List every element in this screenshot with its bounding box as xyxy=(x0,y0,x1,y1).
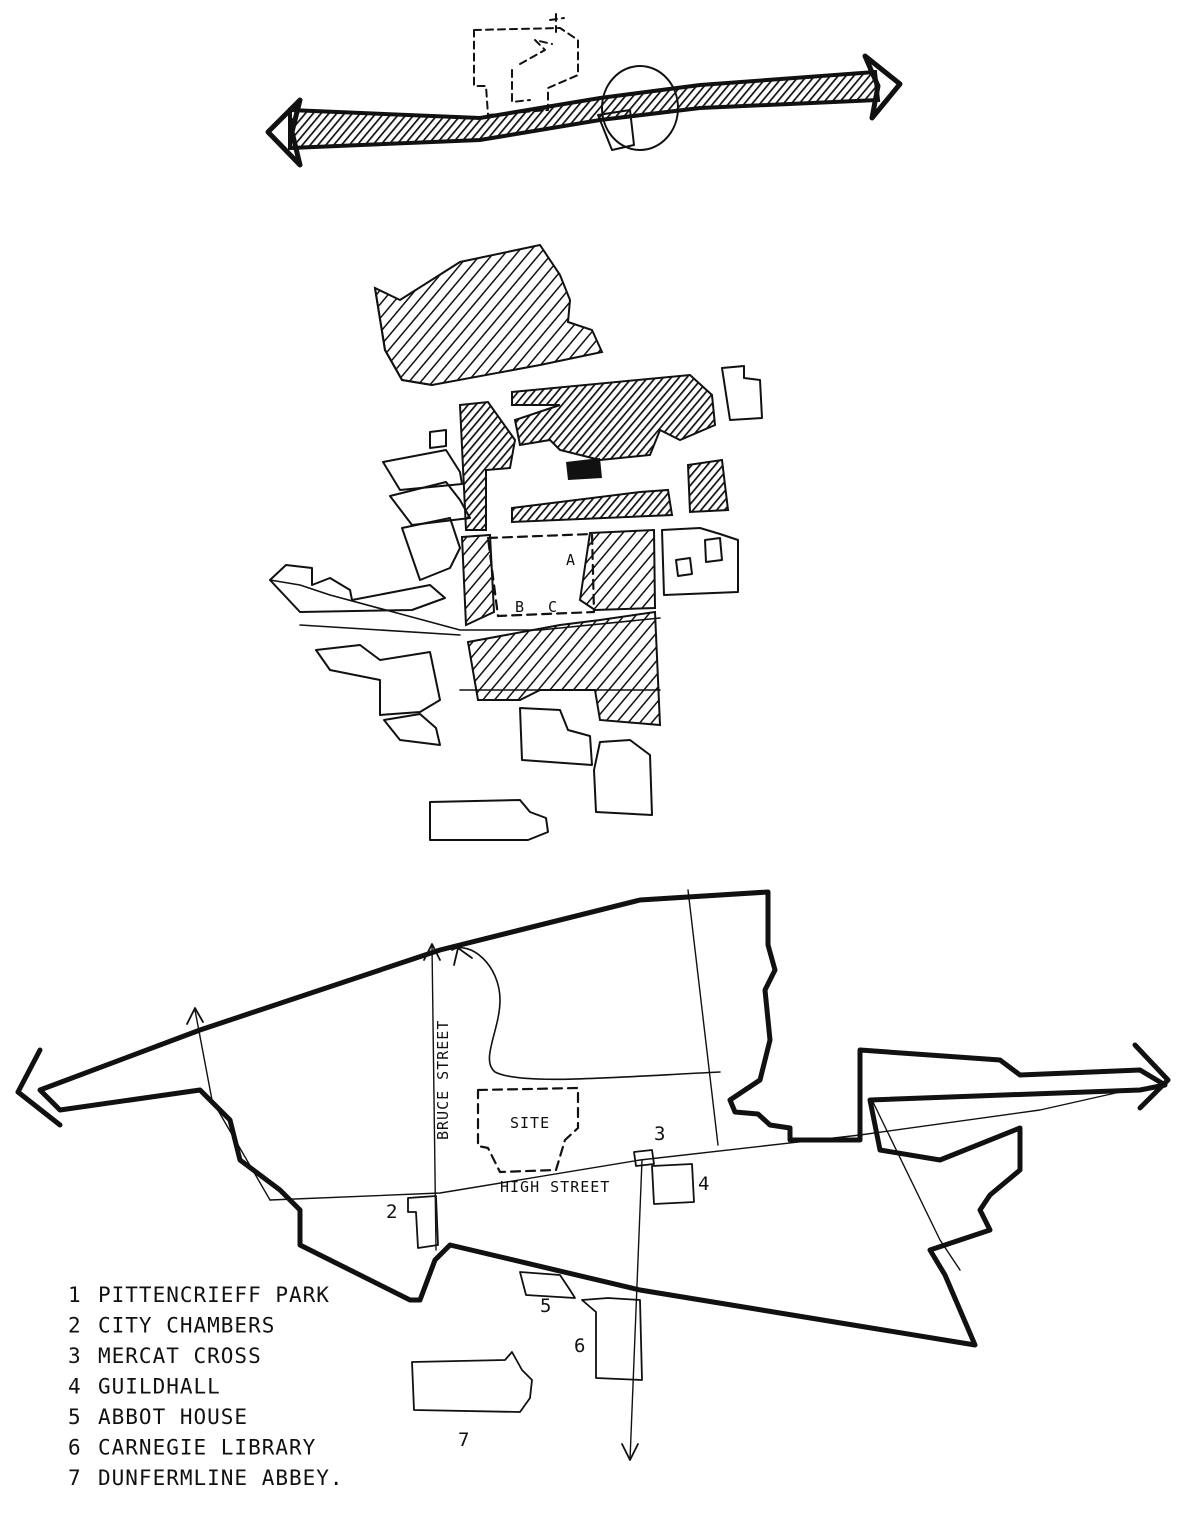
street-line-south xyxy=(299,624,661,691)
north-line-west xyxy=(194,1009,271,1201)
axis-band xyxy=(288,69,881,151)
axis-arrowhead-left xyxy=(265,97,303,168)
legend-label: MERCAT CROSS xyxy=(98,1344,262,1368)
legend-label: CITY CHAMBERS xyxy=(98,1314,275,1338)
legend-row: 7 DUNFERMLINE ABBEY. xyxy=(68,1466,344,1490)
landmark-city-chambers xyxy=(407,1195,439,1249)
legend-row: 5 ABBOT HOUSE xyxy=(68,1405,248,1429)
bruce-street-arrow xyxy=(423,943,441,961)
mass-west-block xyxy=(458,400,517,531)
bruce-street-label: BRUCE STREET xyxy=(434,1020,452,1140)
east-diagonal-line xyxy=(871,1099,961,1271)
mass-small-square xyxy=(566,458,602,480)
legend-number: 5 xyxy=(68,1405,82,1429)
site-label: SITE xyxy=(510,1114,550,1132)
south-line-arrow xyxy=(621,1443,639,1461)
block-label-a: A xyxy=(566,551,576,569)
legend-number: 4 xyxy=(68,1375,82,1399)
mass-north-block xyxy=(511,373,717,462)
high-street-label: HIGH STREET xyxy=(500,1178,610,1196)
legend-number: 2 xyxy=(68,1314,82,1338)
figure-ground-diagram: A B C xyxy=(269,243,763,841)
legend-label: ABBOT HOUSE xyxy=(98,1405,248,1429)
mass-east-corner xyxy=(578,528,657,612)
axis-arrowhead-right xyxy=(862,53,903,121)
legend-number: 3 xyxy=(68,1344,82,1368)
map-number-4: 4 xyxy=(698,1173,710,1195)
legend-label: DUNFERMLINE ABBEY. xyxy=(98,1466,344,1490)
legend-label: CARNEGIE LIBRARY xyxy=(98,1436,316,1460)
legend-number: 7 xyxy=(68,1466,82,1490)
street-line-north xyxy=(269,579,661,631)
mass-central-row xyxy=(511,488,674,524)
landmark-mercat-cross xyxy=(633,1149,655,1167)
map-number-6: 6 xyxy=(574,1335,586,1357)
site-outline-dashed xyxy=(486,532,596,618)
mass-south-block xyxy=(466,610,662,727)
legend-row: 1 PITTENCRIEFF PARK xyxy=(68,1283,330,1307)
axis-diagram xyxy=(265,13,903,168)
block-label-c: C xyxy=(548,598,558,616)
north-line-east xyxy=(687,889,719,1146)
central-curve-arrow xyxy=(453,947,473,966)
focus-insert xyxy=(597,109,635,151)
focus-circle xyxy=(601,65,679,151)
landmark-carnegie-library xyxy=(581,1297,643,1381)
legend-label: GUILDHALL xyxy=(98,1375,221,1399)
legend-row: 4 GUILDHALL xyxy=(68,1375,221,1399)
legend-label: PITTENCRIEFF PARK xyxy=(98,1283,330,1307)
mass-north-park xyxy=(373,243,604,387)
north-line-west-arrow xyxy=(186,1007,204,1025)
map-number-3: 3 xyxy=(654,1123,666,1145)
legend-row: 3 MERCAT CROSS xyxy=(68,1344,262,1368)
block-label-b: B xyxy=(515,598,525,616)
high-street-line xyxy=(269,1091,1121,1201)
landmark-abbey xyxy=(411,1351,533,1413)
outline-buildings xyxy=(269,287,763,841)
landmark-buildings xyxy=(407,1149,695,1413)
plan-boundary xyxy=(37,889,1168,1348)
small-block-outline xyxy=(473,13,579,116)
legend-number: 1 xyxy=(68,1283,82,1307)
map-number-7: 7 xyxy=(458,1429,470,1451)
plan-arrow-east xyxy=(1132,1042,1171,1111)
landmark-guildhall xyxy=(651,1163,695,1205)
site-outline xyxy=(476,1086,580,1174)
mass-east-small xyxy=(686,458,730,514)
landmark-abbot-house xyxy=(519,1271,576,1299)
legend-row: 6 CARNEGIE LIBRARY xyxy=(68,1436,316,1460)
plan-arrow-west xyxy=(15,1047,63,1128)
map-number-5: 5 xyxy=(540,1295,552,1317)
location-plan: SITE BRUCE STREET HIGH STREET 2 3 4 5 6 … xyxy=(15,889,1171,1461)
central-curve xyxy=(451,947,721,1081)
south-line xyxy=(629,1159,643,1461)
map-number-2: 2 xyxy=(386,1201,398,1223)
mass-west-corner xyxy=(460,533,496,627)
legend-number: 6 xyxy=(68,1436,82,1460)
legend-row: 2 CITY CHAMBERS xyxy=(68,1314,275,1338)
legend: 1 PITTENCRIEFF PARK 2 CITY CHAMBERS 3 MERCAT … xyxy=(68,1283,344,1490)
